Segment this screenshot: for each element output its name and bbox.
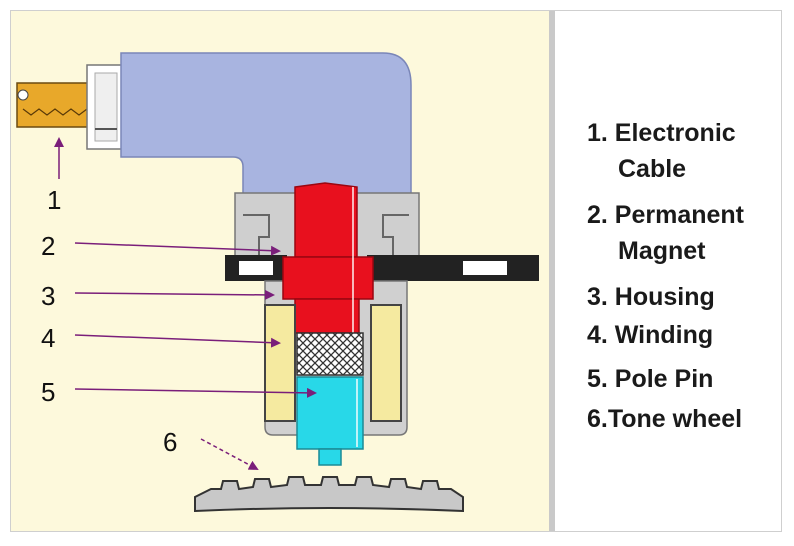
arrow-2 — [74, 242, 281, 256]
electronic-cable — [16, 64, 128, 150]
sensor-diagram-panel: 1 2 3 4 5 6 — [11, 11, 549, 531]
callout-3: 3 — [41, 281, 55, 311]
legend-item-tone-wheel: 6.Tone wheel — [587, 401, 742, 437]
callout-5: 5 — [41, 377, 55, 407]
legend-item-label: 6.Tone wheel — [587, 405, 743, 433]
legend-item-label: 5. Pole Pin — [587, 365, 714, 393]
legend-item-permanent-magnet: 2. Permanent Magnet — [587, 197, 744, 269]
legend-item-label: 2. Permanent — [587, 201, 745, 229]
panel-divider — [549, 11, 555, 531]
legend-item-label: 4. Winding — [587, 321, 714, 349]
legend-item-pole-pin: 5. Pole Pin — [587, 361, 713, 397]
pole-pin — [296, 376, 364, 466]
permanent-magnet — [282, 182, 374, 334]
legend-item-housing: 3. Housing — [587, 279, 715, 315]
callout-6: 6 — [163, 427, 177, 457]
cable-head — [120, 52, 412, 198]
arrow-6 — [200, 438, 259, 470]
wheel-speed-sensor-diagram: 1 2 3 4 5 6 — [16, 52, 539, 513]
legend-panel: 1. Electronic Cable 2. Permanent Magnet … — [555, 11, 781, 531]
arrow-3 — [74, 289, 275, 300]
legend-item-label: 1. Electronic — [587, 119, 736, 147]
winding — [264, 304, 402, 422]
legend-item-label-continued: Magnet — [618, 237, 706, 265]
tone-wheel — [194, 476, 464, 513]
arrow-5 — [74, 387, 317, 398]
figure-frame: 1 2 3 4 5 6 1. Electronic Cable 2. Perma… — [10, 10, 782, 532]
callout-1: 1 — [47, 185, 61, 215]
callout-arrows — [54, 137, 317, 470]
legend-item-electronic-cable: 1. Electronic Cable — [587, 115, 736, 187]
legend-item-label: 3. Housing — [587, 283, 715, 311]
legend-item-winding: 4. Winding — [587, 317, 713, 353]
arrow-4 — [74, 334, 281, 348]
callout-2: 2 — [41, 231, 55, 261]
callout-4: 4 — [41, 323, 55, 353]
legend-item-label-continued: Cable — [618, 155, 687, 183]
